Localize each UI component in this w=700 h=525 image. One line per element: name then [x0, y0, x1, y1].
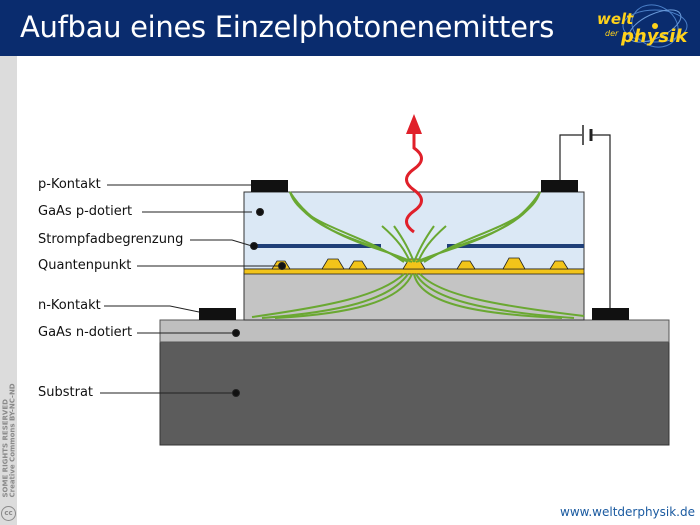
license-sidebar — [0, 56, 17, 525]
logo-swirl-icon — [622, 4, 688, 48]
label-substrat: Substrat — [38, 385, 94, 400]
n-contact-right — [592, 308, 629, 320]
quantum-dot — [549, 260, 569, 270]
quantum-dot — [348, 260, 368, 270]
label-quantenpunkt: Quantenpunkt — [38, 258, 132, 273]
header-bar: Aufbau eines Einzelphotonenemitters welt… — [0, 0, 700, 56]
substrate-layer — [159, 341, 670, 446]
p-contact-right — [541, 180, 578, 192]
leader-lines — [100, 184, 286, 397]
label-strompfadbegrenzung: Strompfadbegrenzung — [38, 232, 184, 247]
photon-arrow-icon — [405, 114, 423, 234]
mesa-n-layer — [243, 272, 585, 321]
logo-der-text: der — [605, 29, 619, 38]
welt-der-physik-logo[interactable]: welt der physik — [585, 2, 697, 54]
footer-url-link[interactable]: www.weltderphysik.de — [560, 505, 695, 519]
logo-welt-text: welt — [597, 10, 634, 28]
label-gaas-n-dotiert: GaAs n-dotiert — [38, 325, 133, 340]
current-paths — [251, 191, 585, 319]
page-title: Aufbau eines Einzelphotonenemitters — [20, 10, 555, 44]
battery-icon — [559, 125, 611, 308]
quantum-dot — [456, 260, 476, 270]
p-contact-left — [251, 180, 288, 192]
n-contact-left — [199, 308, 236, 320]
quantum-dot — [502, 257, 526, 270]
creative-commons-icon[interactable]: cc — [1, 506, 16, 521]
label-gaas-p-dotiert: GaAs p-dotiert — [38, 204, 133, 219]
label-n-kontakt: n-Kontakt — [38, 298, 101, 313]
quantum-dot — [321, 258, 345, 270]
label-p-kontakt: p-Kontakt — [38, 177, 101, 192]
logo-physik-text: physik — [621, 26, 688, 47]
